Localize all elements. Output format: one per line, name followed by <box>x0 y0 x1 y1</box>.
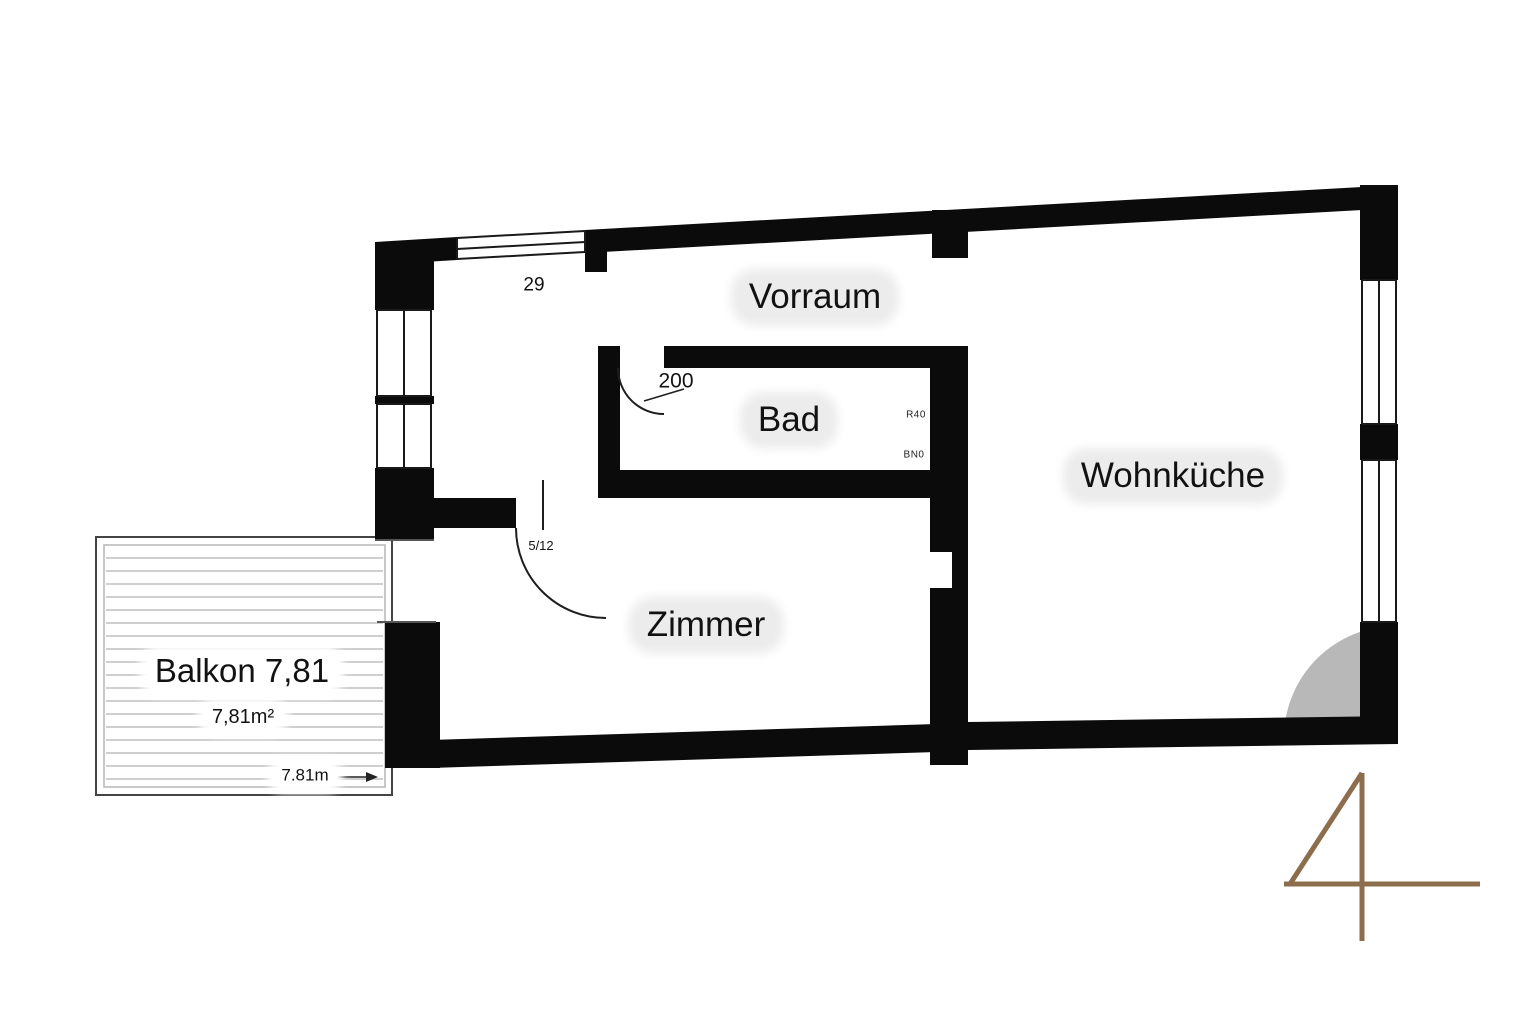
divider-niche <box>930 552 952 588</box>
wall-right-upper <box>1360 185 1398 280</box>
room-label-vorraum: Vorraum <box>738 276 892 318</box>
wall-bad-top-right <box>664 346 968 368</box>
wall-bottom-wohnkueche <box>968 716 1398 750</box>
window-left-2 <box>376 403 432 469</box>
window-left-1 <box>376 309 432 397</box>
wall-left-mullion <box>375 396 434 404</box>
doors <box>515 367 685 619</box>
annotation-29: 29 <box>523 274 545 296</box>
door-arc-zimmer <box>515 527 607 619</box>
walls <box>375 185 1398 768</box>
windows <box>375 230 1397 623</box>
window-top <box>456 230 586 260</box>
wall-right-lower <box>1360 622 1398 744</box>
logo-4 <box>1284 771 1480 941</box>
wall-top-right <box>585 185 1398 253</box>
annotation-5-12: 5/12 <box>528 537 554 553</box>
wall-stub-vorraum <box>932 210 968 258</box>
wall-bad-bottom <box>598 470 968 498</box>
wall-bad-left <box>598 346 620 492</box>
room-label-wohnkueche: Wohnküche <box>1070 455 1276 497</box>
room-label-bad: Bad <box>747 399 831 441</box>
logo-4-diagonal <box>1287 771 1365 886</box>
window-right-1 <box>1361 279 1397 425</box>
wall-zimmer-top-left <box>432 498 516 528</box>
wall-stub-room29 <box>585 232 607 272</box>
wall-bad-right <box>930 346 968 492</box>
room-label-zimmer: Zimmer <box>636 604 776 646</box>
balcony-door-threshold <box>375 539 436 623</box>
balkon-deck <box>95 536 393 796</box>
annotation-bn0: BN0 <box>903 449 925 461</box>
wall-bottom-zimmer <box>430 723 968 768</box>
wall-left-upper <box>375 242 434 310</box>
balkon-width-dimension: 7.81m <box>273 765 337 787</box>
annotation-leader-line <box>643 388 685 402</box>
room-label-balkon: Balkon 7,81 <box>146 651 338 691</box>
wall-left-mid <box>375 468 434 540</box>
annotation-door-height-200: 200 <box>658 369 694 393</box>
window-right-2 <box>1361 459 1397 623</box>
balkon-dimension-arrow <box>338 772 378 782</box>
wall-right-mullion <box>1360 424 1398 460</box>
wall-zimmer-wohnkueche-divider <box>930 498 968 765</box>
balkon-area-label: 7,81m² <box>203 705 283 729</box>
door-arc-bad <box>617 367 665 415</box>
annotation-r40: R40 <box>906 409 926 421</box>
